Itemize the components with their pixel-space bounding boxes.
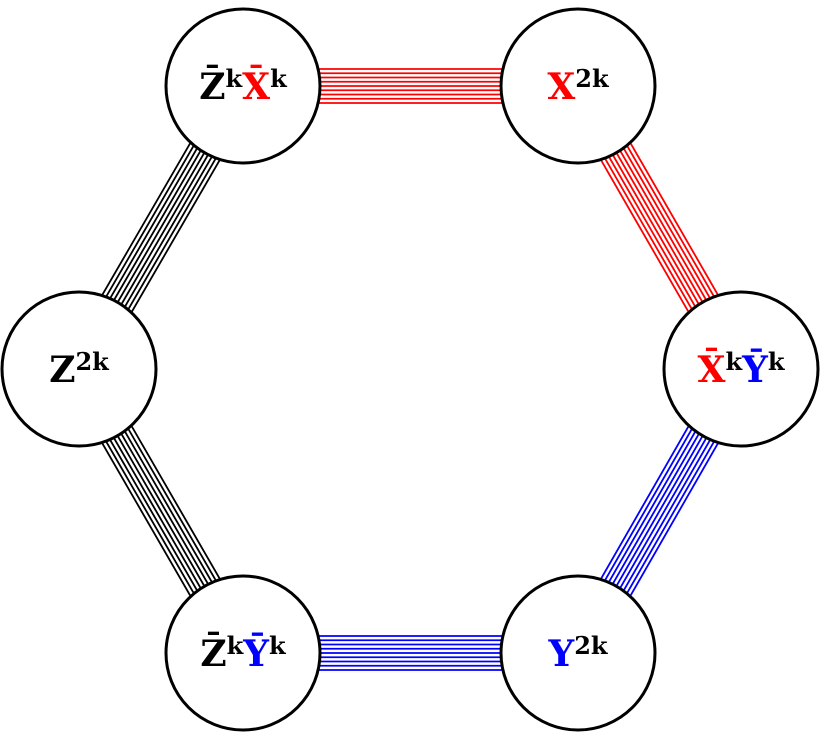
node-y2k: Y2k [499,574,657,732]
label-exponent: k [768,347,786,376]
label-exponent: k [270,64,288,93]
node-circle [662,290,820,448]
node-label: Z̄kX̄k [199,64,288,108]
node-label: X2k [547,64,610,108]
label-base: Ȳ [741,349,769,391]
edges-layer [63,68,757,671]
node-label: X̄kȲk [698,347,786,391]
label-base: Z̄ [199,64,225,108]
node-z2k: Z2k [0,290,158,448]
node-x2k: X2k [499,7,657,165]
label-exponent: 2k [574,631,609,660]
label-base: X [547,66,575,108]
node-label: Y2k [547,631,608,675]
label-exponent: k [227,631,245,660]
label-exponent: k [725,347,743,376]
node-circle [499,7,657,165]
label-base: X̄ [698,347,726,391]
node-label: Z̄kȲk [200,631,287,675]
node-xbar-ybar: X̄kȲk [662,290,820,448]
node-circle [164,574,322,732]
label-exponent: 2k [75,347,110,376]
label-base: Ȳ [242,633,270,675]
node-zbar-xbar: Z̄kX̄k [164,7,322,165]
label-base: Z̄ [200,631,226,675]
node-circle [0,290,158,448]
node-circle [164,7,322,165]
label-exponent: 2k [575,64,610,93]
node-label: Z2k [49,347,110,391]
node-circle [499,574,657,732]
label-exponent: k [226,64,244,93]
label-base: Y [547,633,575,675]
label-base: Z [49,349,75,391]
label-base: X̄ [242,64,270,108]
node-zbar-ybar: Z̄kȲk [164,574,322,732]
label-exponent: k [269,631,287,660]
